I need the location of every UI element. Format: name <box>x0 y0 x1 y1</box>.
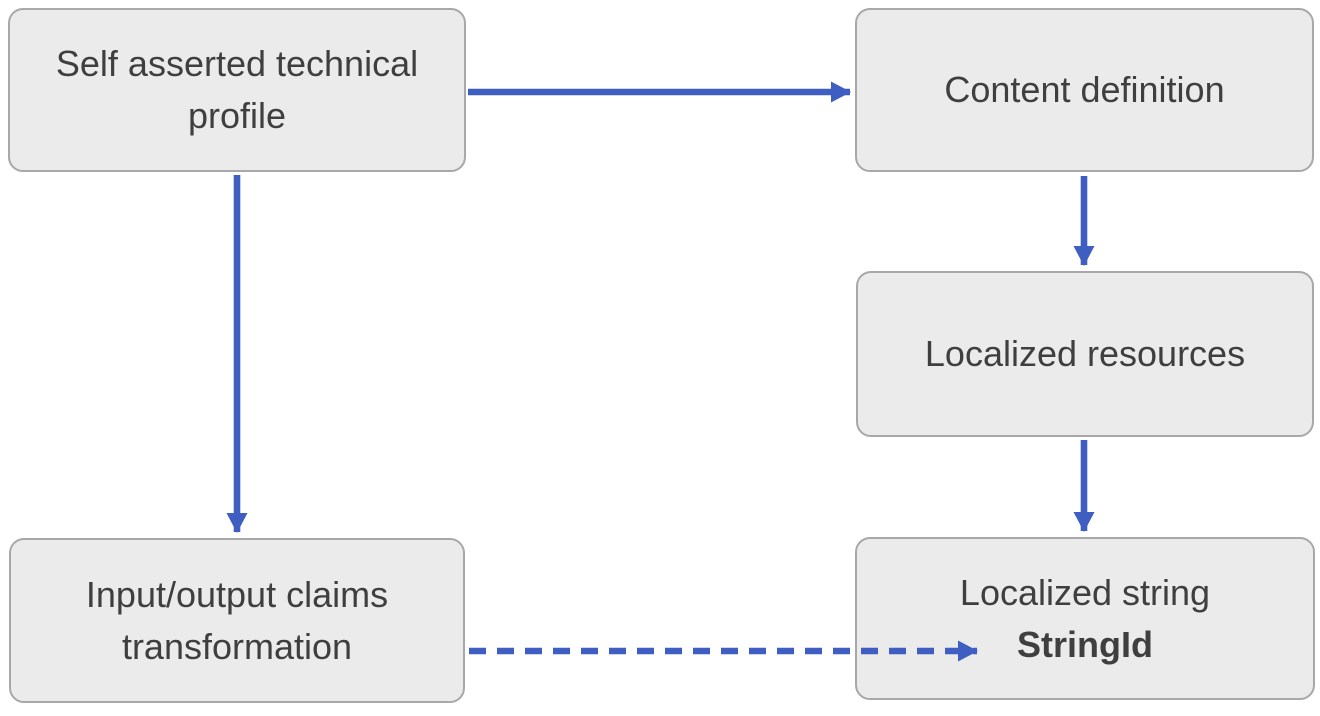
node-content-definition: Content definition <box>855 8 1314 172</box>
node-label: Self asserted technical profile <box>55 43 419 136</box>
node-label: Input/output claims transformation <box>85 573 389 667</box>
node-localized-resources: Localized resources <box>856 271 1314 437</box>
node-sublabel-stringid: StringId <box>1017 623 1153 665</box>
node-self-asserted-technical-profile: Self asserted technical profile <box>8 8 466 172</box>
node-label: Content definition <box>944 69 1225 111</box>
node-localized-string: Localized string StringId <box>855 537 1315 700</box>
node-input-output-claims-transformation: Input/output claims transformation <box>9 538 465 703</box>
node-label: Localized string <box>959 571 1211 613</box>
node-label: Localized resources <box>924 333 1246 375</box>
